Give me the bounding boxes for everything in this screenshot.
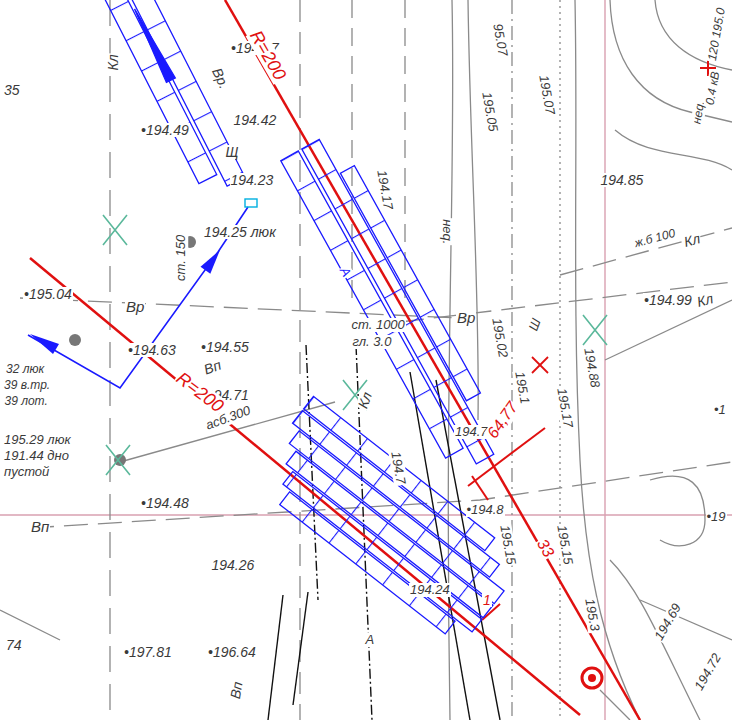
map-label: Вр: [125, 299, 145, 315]
map-label: 194.7: [388, 450, 407, 486]
well-marker: [582, 668, 602, 688]
map-label: •194.48: [140, 496, 190, 511]
pipe-segments: [97, 0, 526, 646]
map-label: А: [365, 633, 376, 647]
map-label: А: [336, 264, 353, 280]
map-label: Вп: [201, 357, 224, 377]
map-label: 95.07: [490, 22, 509, 58]
map-label: •194.49: [140, 123, 190, 138]
design-line: [30, 0, 716, 720]
map-label: Кл: [694, 290, 715, 309]
map-label: Вр.: [208, 64, 231, 91]
map-label: 33: [533, 535, 557, 561]
map-label: 195.07: [537, 73, 558, 116]
map-label: 194.25 люк: [203, 225, 277, 240]
map-label: 0.4 кВ: [704, 69, 723, 106]
map-label: 195.15: [498, 523, 519, 566]
map-label: 39 лот.: [4, 395, 49, 408]
map-label: 195.05: [480, 90, 501, 133]
map-label: пустой: [3, 465, 50, 479]
map-label: •196.64: [207, 645, 257, 660]
map-label: 39 в.тр.: [3, 379, 51, 392]
map-label: •197.81: [123, 645, 173, 660]
map-label: 32 люк: [5, 363, 45, 376]
map-label: ж.б 100: [632, 226, 677, 249]
black-lines: [268, 345, 500, 720]
tree-symbol: [103, 215, 607, 475]
map-label: •194.63: [127, 343, 177, 358]
map-label: •19: [706, 510, 727, 524]
map-label: 1: [482, 593, 492, 608]
map-label: 194.24: [409, 583, 451, 597]
map-label: •1: [713, 403, 727, 417]
map-label: ст. 150: [174, 234, 188, 282]
map-label: 194.72: [692, 650, 725, 693]
map-label: 120 195.0: [705, 5, 727, 62]
map-label: •194.8: [466, 503, 505, 517]
map-label: 194.42: [233, 113, 278, 128]
map-label: 195.02: [490, 316, 511, 359]
map-label: 195.1: [512, 370, 531, 406]
map-label: •194.55: [200, 340, 250, 355]
map-label: ст. 1000: [351, 318, 406, 332]
map-label: Кл: [355, 389, 375, 411]
map-label: 194.85: [600, 173, 645, 188]
map-label: неq.: [440, 218, 454, 245]
map-label: Ш: [526, 316, 544, 334]
map-label: Вр: [456, 310, 476, 326]
map-label: 35: [3, 83, 21, 98]
map-label: 194.69: [652, 600, 685, 643]
map-label: гл. 3.0: [352, 335, 393, 349]
map-label: 191.44 дно: [3, 449, 70, 463]
map-label: 194.26: [211, 558, 256, 573]
map-label: Кл: [106, 53, 121, 71]
map-label: 195.29 люк: [3, 433, 72, 447]
map-label: •194.99: [643, 293, 693, 308]
map-label: •195.04: [23, 287, 73, 302]
map-label: 194.88: [582, 346, 603, 389]
map-label: 74: [5, 638, 23, 653]
map-label: Щ: [225, 145, 240, 160]
map-label: 195.3: [582, 597, 601, 633]
map-label: 195.17: [555, 386, 576, 429]
map-label: 64,77: [484, 398, 522, 442]
map-label: 194.23: [230, 173, 275, 188]
map-label: 195.15: [555, 523, 576, 566]
map-label: Вп: [30, 519, 50, 535]
map-label: Вп: [227, 679, 245, 700]
map-label: 194.17: [375, 168, 396, 211]
map-label: Кл: [681, 230, 702, 249]
